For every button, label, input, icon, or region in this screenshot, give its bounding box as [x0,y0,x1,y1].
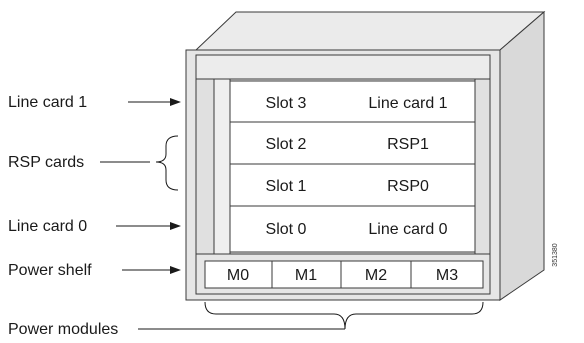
chassis-top-bezel [195,54,491,80]
arrow-head-line-card-0 [170,222,181,230]
callout-power-modules: Power modules [8,321,118,338]
brace-rsp-cards [155,135,179,191]
arrow-head-power-shelf [170,266,181,274]
callout-line-card-1: Line card 1 [8,94,87,111]
slot-1-box [229,163,476,207]
slot-0-label: Slot 0 [266,221,307,238]
slot-row: Slot 2 RSP1 [229,121,476,165]
brace-power-modules [204,301,484,330]
power-module-m0 [204,260,273,289]
callout-power-shelf: Power shelf [8,262,92,279]
chassis-side-face [499,10,545,301]
slot-2-label: Slot 2 [266,136,307,153]
power-module-m1-label: M1 [295,267,317,284]
slot-row: Slot 0 Line card 0 [229,205,476,253]
slot-0-box [229,205,476,253]
slot-3-box [229,80,476,123]
slot-1-card: RSP0 [387,178,429,195]
arrow-head-line-card-1 [170,98,181,106]
right-inner-rail [474,78,491,255]
callout-rsp-cards: RSP cards [8,154,84,171]
slot-3-card: Line card 1 [368,95,447,112]
chassis-top-face [194,11,546,51]
power-module-m1 [271,260,342,289]
slot-row: Slot 3 Line card 1 [229,80,476,123]
power-module-m0-label: M0 [227,267,249,284]
slot-2-card: RSP1 [387,136,429,153]
left-inner-rail [213,78,231,255]
slot-2-box [229,121,476,165]
slot-0-card: Line card 0 [368,221,447,238]
left-rail [195,78,215,255]
power-module-m3-label: M3 [436,267,458,284]
power-module-m2 [340,260,412,289]
figure-id: 351380 [552,243,559,266]
power-module-m3 [410,260,484,289]
slot-1-label: Slot 1 [266,178,307,195]
power-module-m2-label: M2 [365,267,387,284]
slot-row: Slot 1 RSP0 [229,163,476,207]
slot-3-label: Slot 3 [266,95,307,112]
callout-line-card-0: Line card 0 [8,218,87,235]
